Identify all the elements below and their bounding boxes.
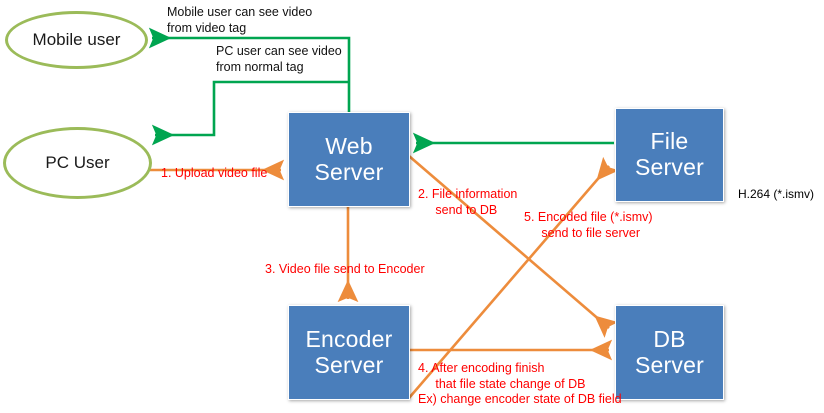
node-mobile-user-line1: Mobile — [32, 29, 83, 49]
label-codec: H.264 (*.ismv) — [738, 187, 815, 201]
node-encoder-server[interactable]: Encoder Server — [288, 305, 410, 400]
node-mobile-user-line2: user — [87, 29, 121, 49]
node-file-server-line2: Server — [635, 154, 704, 180]
node-encoder-server-line2: Server — [314, 351, 384, 378]
node-file-server-line1: File — [650, 128, 689, 155]
node-mobile-user[interactable]: Mobile user — [5, 11, 148, 69]
node-web-server-line2: Server — [314, 158, 384, 185]
edge-web-to-db — [408, 155, 619, 338]
node-file-server[interactable]: File Server — [615, 108, 724, 202]
label-step4: 4. After encoding finish that file state… — [418, 361, 622, 407]
node-web-server-line1: Web — [325, 132, 373, 159]
label-step1: 1. Upload video file — [161, 166, 268, 180]
label-pc-flow: PC user can see video from normal tag — [216, 44, 342, 74]
label-mobile-flow: Mobile user can see video from video tag — [167, 5, 313, 35]
node-pc-user-line1: PC User — [45, 152, 110, 172]
node-web-server[interactable]: Web Server — [288, 112, 410, 207]
label-step3: 3. Video file send to Encoder — [265, 262, 425, 276]
node-db-server-line1: DB — [653, 325, 686, 352]
node-encoder-server-line1: Encoder — [305, 325, 393, 352]
node-db-server-line2: Server — [635, 351, 704, 378]
label-step2: 2. File information send to DB — [418, 187, 518, 217]
node-db-server[interactable]: DB Server — [615, 305, 724, 400]
node-pc-user[interactable]: PC User — [3, 127, 152, 199]
label-step5: 5. Encoded file (*.ismv) send to file se… — [524, 210, 653, 240]
